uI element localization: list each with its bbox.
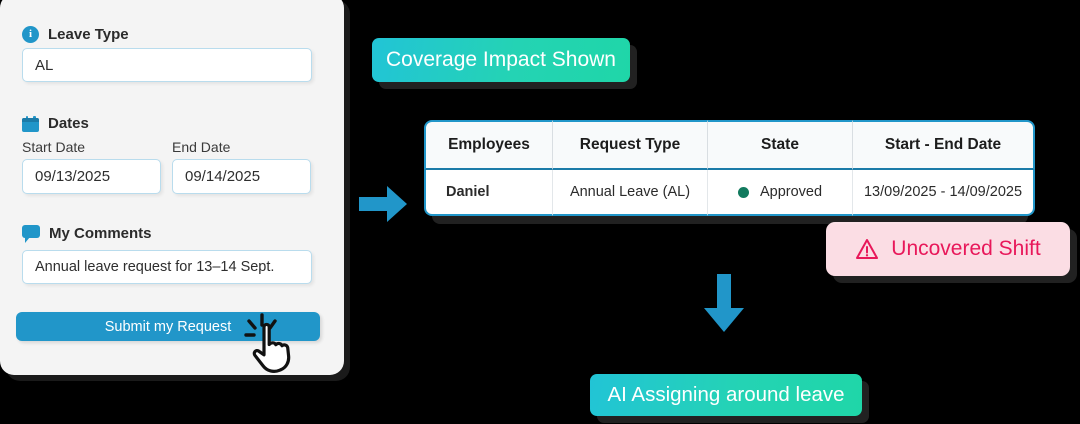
dates-label: Dates (48, 115, 89, 132)
comments-label-row: My Comments (22, 225, 152, 243)
warning-triangle-icon (856, 239, 879, 259)
end-date-label: End Date (172, 139, 231, 155)
leave-type-label: Leave Type (48, 26, 129, 43)
dates-label-row: Dates (22, 115, 89, 132)
leave-type-input[interactable]: AL (22, 48, 312, 82)
leave-request-form-card: i Leave Type AL Dates Start Date 09/13/2… (0, 0, 344, 375)
leave-type-label-row: i Leave Type (22, 26, 129, 43)
column-header-state: State (708, 120, 853, 170)
info-icon: i (22, 26, 39, 43)
end-date-input[interactable]: 09/14/2025 (172, 159, 311, 194)
badge-ai-assigning: AI Assigning around leave (590, 374, 862, 416)
leave-requests-table: Employees Request Type State Start - End… (424, 120, 1035, 216)
comments-input[interactable]: Annual leave request for 13–14 Sept. (22, 250, 312, 284)
badge-uncovered-shift: Uncovered Shift (826, 222, 1070, 276)
cell-state: Approved (708, 170, 853, 216)
column-header-employees: Employees (424, 120, 553, 170)
column-header-start-end-date: Start - End Date (853, 120, 1035, 170)
cell-state-label: Approved (759, 184, 823, 200)
column-header-request-type: Request Type (553, 120, 708, 170)
comments-label: My Comments (49, 225, 152, 242)
arrow-right-icon (359, 186, 407, 222)
status-dot-approved (737, 186, 749, 198)
badge-uncovered-shift-label: Uncovered Shift (891, 237, 1041, 260)
cell-employee: Daniel (424, 170, 553, 216)
table-row[interactable]: Daniel Annual Leave (AL) Approved 13/09/… (424, 170, 1035, 216)
cell-dates: 13/09/2025 - 14/09/2025 (853, 170, 1035, 216)
comment-icon (22, 225, 40, 243)
table-header-row: Employees Request Type State Start - End… (424, 120, 1035, 170)
start-date-label: Start Date (22, 139, 86, 155)
badge-coverage-impact: Coverage Impact Shown (372, 38, 630, 82)
cell-request-type: Annual Leave (AL) (553, 170, 708, 216)
submit-request-button[interactable]: Submit my Request (16, 312, 320, 341)
calendar-icon (22, 115, 39, 132)
start-date-input[interactable]: 09/13/2025 (22, 159, 161, 194)
arrow-down-icon (704, 274, 744, 332)
